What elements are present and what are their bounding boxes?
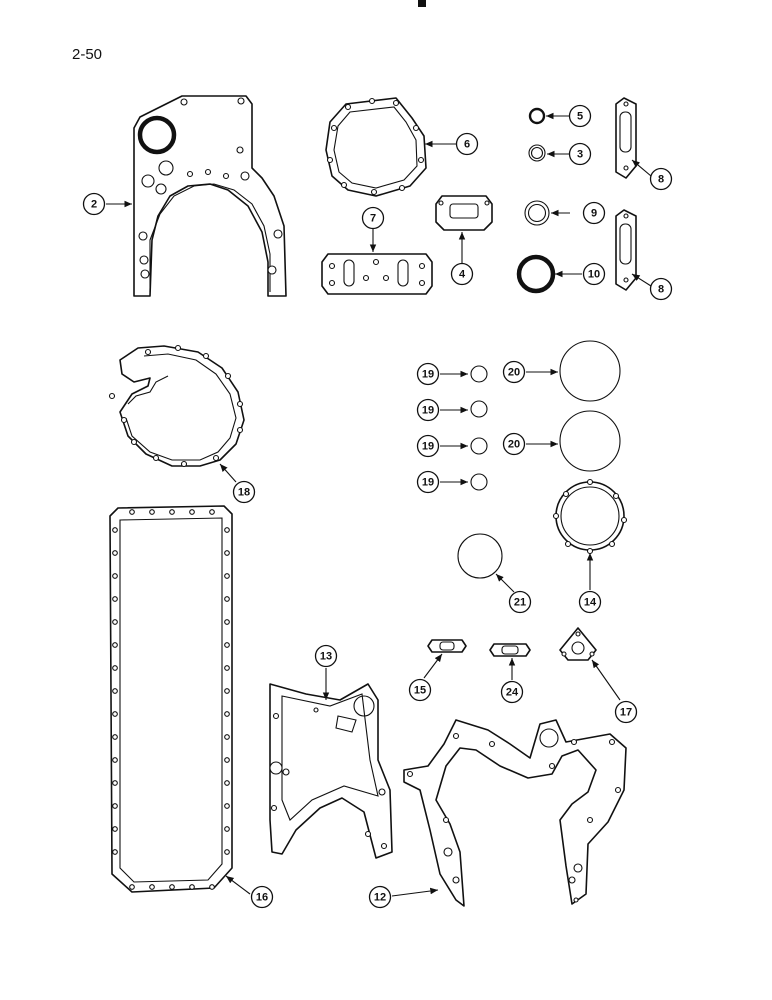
gasket-part-15	[427, 639, 467, 653]
gasket-part-8-lower	[615, 209, 637, 291]
callout-label: 8	[658, 284, 664, 296]
callout-label: 3	[577, 149, 583, 161]
callout-c17: 17	[614, 700, 638, 724]
seal-part-5	[528, 107, 546, 125]
gasket-part-4	[435, 195, 493, 231]
callout-c19c: 19	[416, 434, 440, 458]
callout-c16: 16	[250, 885, 274, 909]
gasket-part-2	[133, 95, 287, 297]
callout-label: 19	[422, 441, 434, 453]
oring-part-19-b	[470, 400, 488, 418]
callout-label: 17	[620, 707, 632, 719]
callout-c21: 21	[508, 590, 532, 614]
callout-label: 14	[584, 597, 597, 609]
callout-c18: 18	[232, 480, 256, 504]
oring-part-19-d	[470, 473, 488, 491]
callout-label: 8	[658, 174, 664, 186]
gasket-part-24	[489, 643, 531, 657]
gasket-part-14	[552, 478, 628, 555]
callout-label: 18	[238, 487, 250, 499]
seal-part-3	[528, 144, 546, 162]
gasket-part-13	[269, 683, 393, 859]
callout-c5: 5	[568, 104, 592, 128]
callout-c10: 10	[582, 262, 606, 286]
callout-label: 9	[591, 208, 597, 220]
callout-label: 5	[577, 111, 583, 123]
gasket-part-7	[321, 253, 433, 295]
callout-c8b: 8	[649, 277, 673, 301]
gasket-part-16	[109, 505, 233, 893]
callout-c7: 7	[361, 206, 385, 230]
callout-c2: 2	[82, 192, 106, 216]
callout-c19a: 19	[416, 362, 440, 386]
oring-part-20-b	[559, 410, 621, 472]
callout-label: 4	[459, 269, 466, 281]
oring-part-20-a	[559, 340, 621, 402]
callout-c12: 12	[368, 885, 392, 909]
callout-label: 7	[370, 213, 376, 225]
gasket-part-8-upper	[615, 97, 637, 179]
callout-label: 12	[374, 892, 386, 904]
oring-part-19-c	[470, 437, 488, 455]
callout-c20a: 20	[502, 360, 526, 384]
callout-c9: 9	[582, 201, 606, 225]
callout-label: 13	[320, 651, 332, 663]
callout-label: 16	[256, 892, 268, 904]
callout-label: 2	[91, 199, 97, 211]
callout-c8a: 8	[649, 167, 673, 191]
callout-label: 21	[514, 597, 526, 609]
callout-label: 19	[422, 369, 434, 381]
top-mark	[418, 0, 426, 7]
callout-c13: 13	[314, 644, 338, 668]
callout-label: 20	[508, 367, 520, 379]
seal-part-10	[516, 254, 556, 294]
callout-label: 10	[588, 269, 600, 281]
gasket-part-12	[403, 719, 627, 907]
page-number: 2-50	[72, 46, 103, 63]
callout-label: 15	[414, 685, 426, 697]
callout-c3: 3	[568, 142, 592, 166]
callout-label: 19	[422, 477, 434, 489]
callout-c4: 4	[450, 262, 474, 286]
callout-label: 19	[422, 405, 434, 417]
callout-c19d: 19	[416, 470, 440, 494]
callout-c6: 6	[455, 132, 479, 156]
callout-c14: 14	[578, 590, 602, 614]
callout-layer: 2 6 5 3 8 7 4 9 10 8 18 19 20 19 19 20 19 21 14 13 15 24 17 16 1…	[82, 104, 673, 909]
callout-label: 20	[508, 439, 520, 451]
gasket-part-18	[108, 344, 245, 468]
callout-label: 24	[506, 687, 519, 699]
callout-label: 6	[464, 139, 470, 151]
seal-part-9	[524, 200, 550, 226]
callout-c20b: 20	[502, 432, 526, 456]
oring-part-21	[457, 533, 503, 579]
oring-part-19-a	[470, 365, 488, 383]
leader-lines	[106, 112, 652, 897]
callout-c24: 24	[500, 680, 524, 704]
callout-c15: 15	[408, 678, 432, 702]
gasket-part-6	[325, 97, 427, 197]
gasket-part-17	[559, 627, 597, 661]
callout-c19b: 19	[416, 398, 440, 422]
